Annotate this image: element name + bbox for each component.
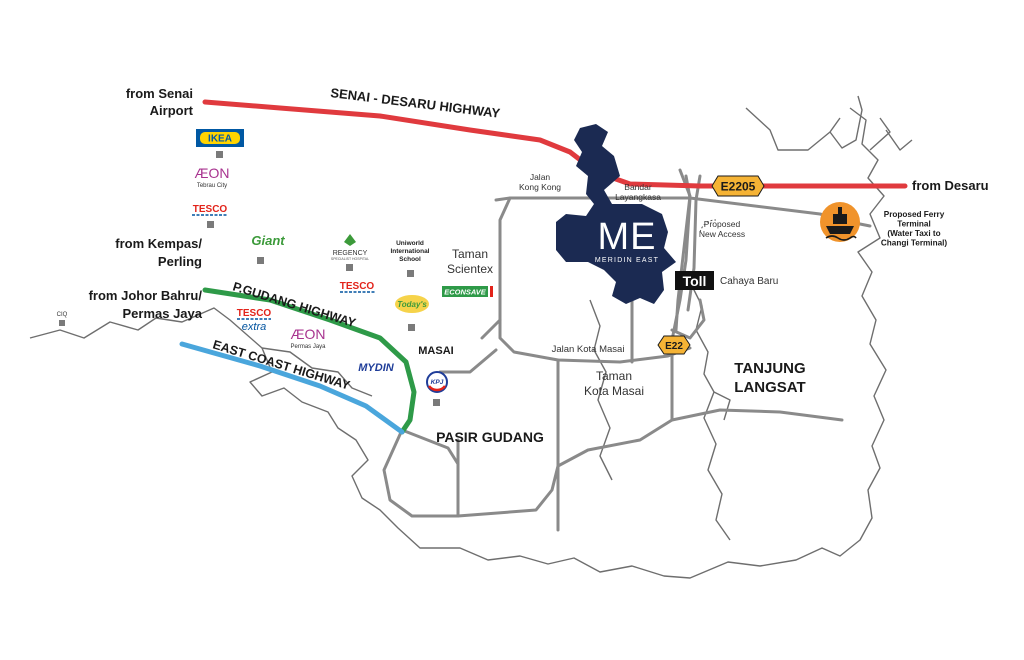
cahaya-baru-label: Cahaya Baru [720,276,778,287]
svg-text:REGENCY: REGENCY [333,250,368,257]
svg-text:SPECIALIST HOSPITAL: SPECIALIST HOSPITAL [331,257,369,261]
coastline [29,107,887,579]
lower-left-shore [261,347,373,397]
svg-text:Tebrau City: Tebrau City [197,183,227,189]
svg-text:TESCO: TESCO [193,204,228,215]
svg-text:Giant: Giant [251,233,285,248]
regency-logo: REGENCY SPECIALIST HOSPITAL [331,234,369,271]
svg-text:ÆON: ÆON [195,165,230,181]
kpj-logo: KPJ [426,371,448,406]
ikea-logo: IKEA [196,129,244,158]
toll-badge: Toll [675,271,714,290]
tesco-top-logo: TESCO [192,204,228,228]
aeon-permas-logo: ÆON Permas Jaya [290,326,326,350]
masai-label: MASAI [418,345,453,357]
e22-badge: E22 [657,335,691,355]
e2205-badge: E2205 [711,175,765,197]
local-roads [382,168,872,532]
pasir-gudang-label: PASIR GUDANG [436,429,544,445]
project-monogram: ME [598,216,657,258]
mydin-logo: MYDIN [358,362,395,374]
pasir-gudang-highway-line [202,287,417,435]
proposed-access-pointer [699,219,717,233]
senai-desaru-highway-line [202,99,908,189]
svg-text:MYDIN: MYDIN [358,362,395,374]
svg-text:TESCO: TESCO [340,281,375,292]
from-johor-label: from Johor Bahru/Permas Jaya [89,288,203,321]
svg-text:Today's: Today's [397,300,427,309]
svg-text:extra: extra [242,321,266,333]
svg-text:TESCO: TESCO [237,308,272,319]
tesco-mid-logo: TESCO [340,281,375,293]
tesco-extra-logo: TESCO extra [237,308,272,333]
svg-text:KPJ: KPJ [431,379,444,386]
ciq-label: CIQ [57,312,68,318]
ferry-terminal [820,202,860,242]
svg-text:Permas Jaya: Permas Jaya [290,344,326,350]
meridin-east-site: ME MERIDIN EAST [556,124,676,304]
river-upper [745,95,913,151]
svg-text:ECONSAVE: ECONSAVE [444,288,487,297]
river-mid [689,281,731,541]
giant-logo: Giant [251,233,285,264]
svg-text:IKEA: IKEA [208,134,232,145]
econsave-logo: ECONSAVE [442,286,493,297]
from-kempas-label: from Kempas/Perling [115,236,202,269]
aeon-tebrau-logo: ÆON Tebrau City [195,165,230,189]
e2205-badge-label: E2205 [721,180,756,194]
creek [589,299,613,481]
jalan-kota-masai-label: Jalan Kota Masai [552,344,625,355]
todays-logo: Today's [395,295,429,331]
toll-badge-label: Toll [683,273,707,289]
project-name: MERIDIN EAST [595,257,659,264]
e22-badge-label: E22 [665,341,683,352]
east-coast-highway-line [179,341,405,435]
from-desaru-label: from Desaru [912,178,989,193]
east-coast-highway-label: EAST COAST HIGHWAY [211,337,352,392]
svg-text:ÆON: ÆON [291,326,326,342]
ciq-marker [59,320,65,326]
